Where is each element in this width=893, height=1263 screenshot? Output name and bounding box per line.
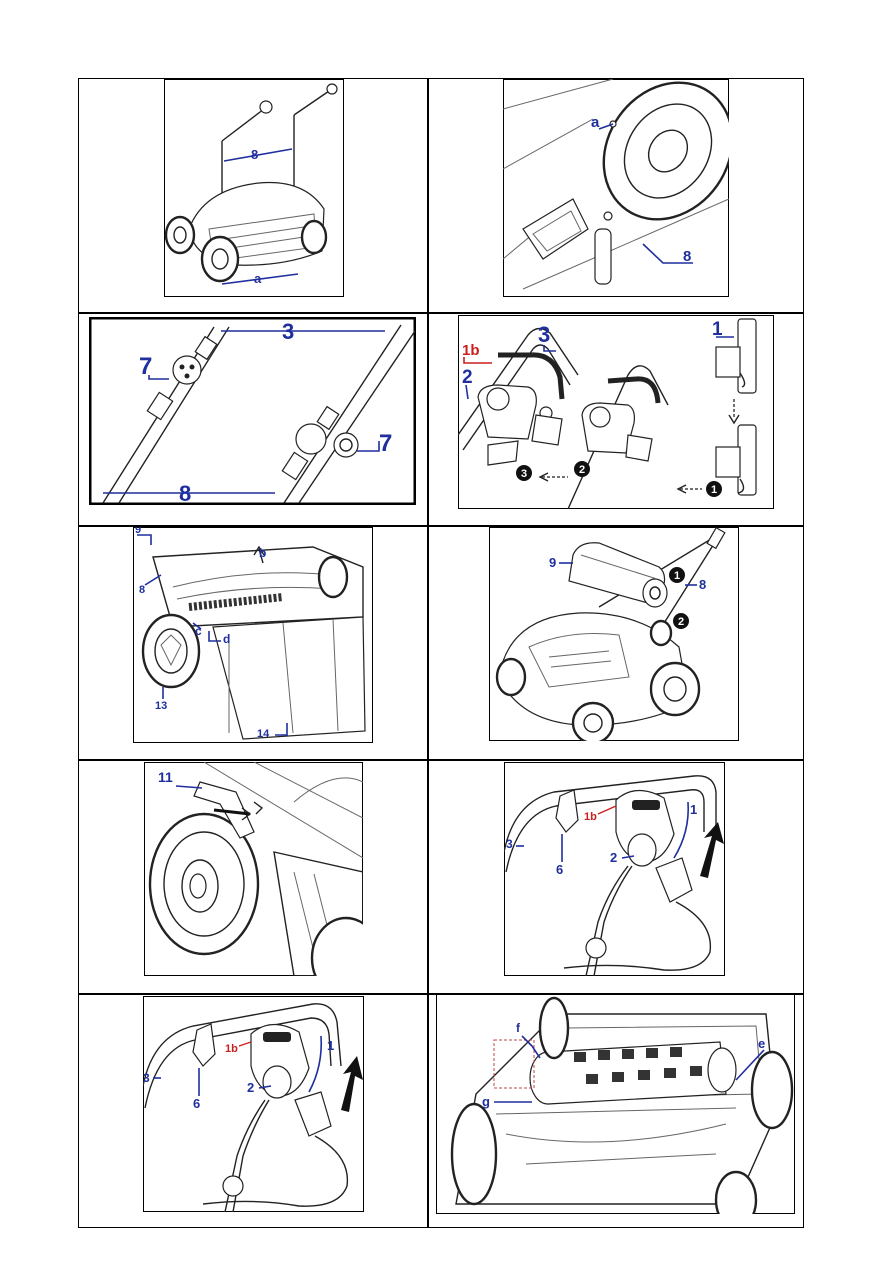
step-number-icon [673, 613, 689, 629]
grid-divider-row2 [79, 525, 803, 527]
label-b: b [259, 546, 266, 560]
label-6: 6 [556, 862, 563, 877]
step-number-icon [574, 461, 590, 477]
label-e: e [758, 1036, 765, 1051]
label-8: 8 [179, 481, 191, 505]
grid-divider-vertical [427, 79, 429, 1227]
label-11: 11 [158, 769, 173, 785]
step-2: 2 [579, 464, 585, 476]
step-number-icon [669, 567, 685, 583]
panel-10-roller-removal: f e g [436, 994, 795, 1214]
panel-3-handle-knobs: 3 7 7 8 [89, 317, 416, 505]
label-a: a [591, 114, 600, 131]
illustration-overview: 8 a [164, 79, 344, 297]
label-3: 3 [506, 837, 513, 851]
label-c: c [195, 624, 202, 638]
label-3: 3 [538, 322, 550, 347]
step-1: 1 [711, 484, 717, 496]
grid-divider-row1 [79, 312, 803, 314]
label-2: 2 [610, 850, 617, 865]
label-1: 1 [712, 319, 723, 340]
grid-divider-row4 [79, 993, 803, 995]
label-8: 8 [251, 147, 258, 162]
illustration-grass-bag: 9 b 8 c d 13 14 [133, 527, 373, 743]
label-6: 6 [193, 1096, 200, 1111]
label-8: 8 [139, 584, 145, 596]
illustration-cable-connection-2: 1b 1 3 2 6 [143, 996, 364, 1212]
label-3: 3 [282, 319, 294, 344]
label-1b: 1b [225, 1043, 238, 1055]
panel-7-height-lever: 11 [144, 762, 363, 976]
label-2: 2 [247, 1080, 254, 1095]
step-2: 2 [678, 616, 684, 628]
label-g: g [482, 1094, 490, 1109]
illustration-roller: 1 2 9 8 [489, 527, 739, 741]
step-number-icon [706, 481, 722, 497]
label-1b: 1b [462, 342, 480, 359]
step-number-icon [516, 465, 532, 481]
panel-9-cable-connection: 1b 1 3 2 6 [143, 996, 364, 1212]
label-14: 14 [257, 728, 270, 740]
panel-1-overview: 8 a [164, 79, 344, 297]
label-1b: 1b [584, 811, 597, 823]
push-arrow-icon [700, 822, 724, 878]
label-9: 9 [549, 555, 556, 570]
dotted-arrow-icon [538, 472, 549, 482]
label-1: 1 [690, 802, 697, 817]
label-8: 8 [699, 577, 706, 592]
step-1: 1 [674, 570, 680, 582]
panel-6-roller: 1 2 9 8 [489, 527, 739, 741]
label-7-right: 7 [379, 430, 392, 457]
panel-2-wheel: a 8 [503, 79, 729, 297]
illustration-handle-knobs: 3 7 7 8 [89, 317, 416, 505]
label-3: 3 [143, 1071, 150, 1085]
illustration-height-lever: 11 [144, 762, 363, 976]
label-8: 8 [683, 248, 691, 265]
label-d: d [223, 632, 230, 646]
grid-divider-row3 [79, 759, 803, 761]
label-9: 9 [135, 527, 141, 536]
illustration-cable-connection: 1b 1 3 2 6 [504, 762, 725, 976]
label-7: 7 [139, 353, 152, 380]
label-2: 2 [462, 367, 473, 388]
panel-5-grass-bag: 9 b 8 c d 13 14 [133, 527, 373, 743]
label-13: 13 [155, 700, 167, 712]
label-1: 1 [327, 1038, 334, 1053]
push-arrow-icon [341, 1056, 363, 1112]
step-3: 3 [521, 468, 527, 480]
illustration-roller-removal: f e g [436, 994, 795, 1214]
panel-8-cable-connection: 1b 1 3 2 6 [504, 762, 725, 976]
illustration-wheel-closeup: a 8 [503, 79, 729, 297]
illustration-switch-mount: 3 2 1 1b 3 2 1 [458, 315, 774, 509]
panel-4-switch-mount: 3 2 1 1b 3 2 1 [458, 315, 774, 509]
label-f: f [516, 1021, 521, 1035]
figure-grid: 8 a a 8 [78, 78, 804, 1228]
dotted-arrow-icon [676, 484, 687, 494]
label-a: a [254, 271, 262, 286]
